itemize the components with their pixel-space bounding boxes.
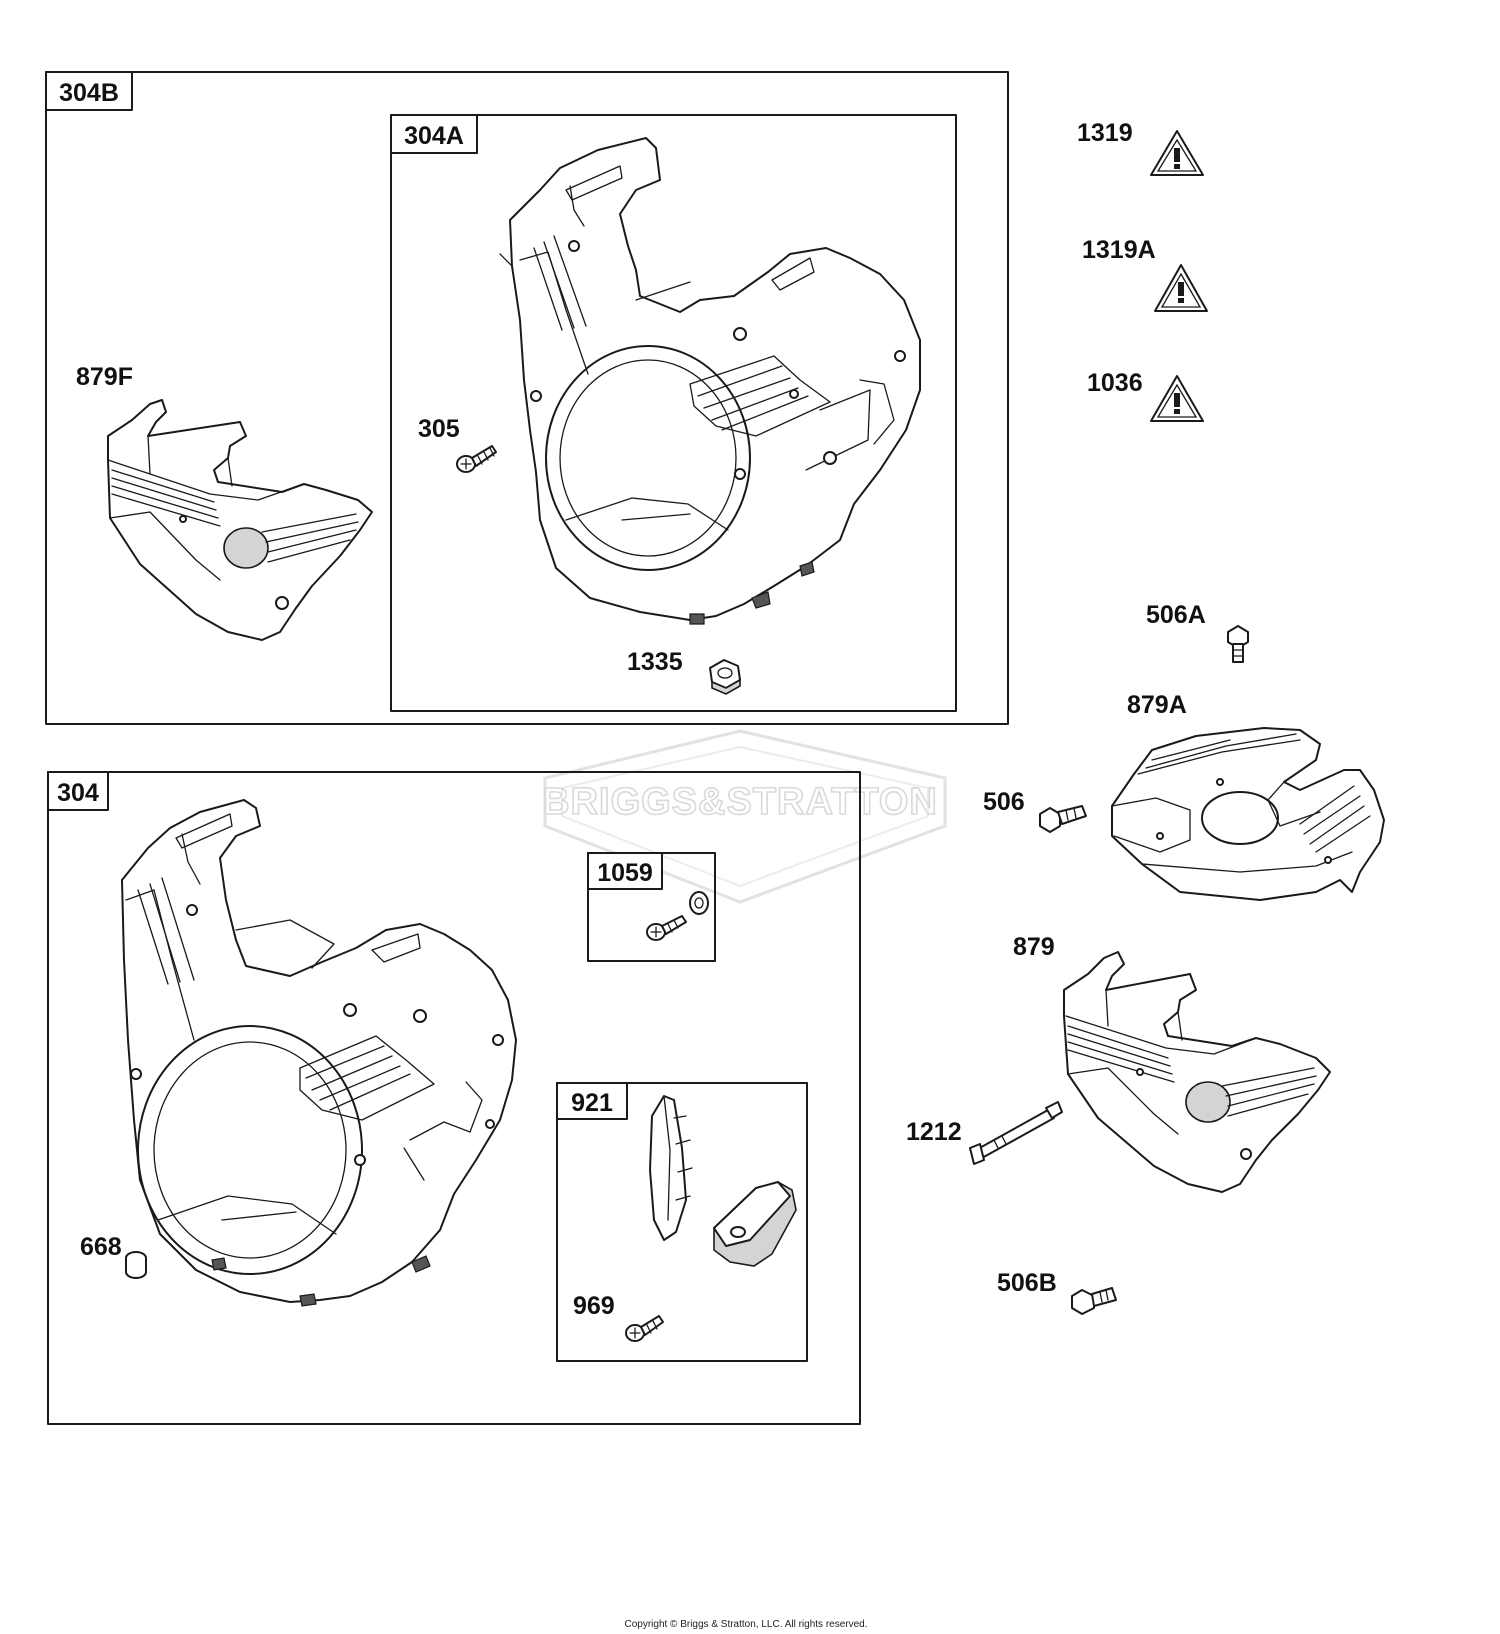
bolt-506B-drawing: [1071, 1287, 1117, 1315]
kit-box-921: 921: [556, 1082, 808, 1362]
callout-1335: 1335: [627, 648, 683, 676]
cover-879F-drawing: [107, 399, 373, 641]
warning-label-1319A-icon: [1154, 264, 1208, 312]
callout-879F: 879F: [76, 363, 133, 391]
baffle-kit-921-drawing: [649, 1095, 797, 1267]
box-label-304: 304: [57, 779, 99, 807]
box-label-1059: 1059: [597, 859, 653, 887]
screw-305-drawing: [456, 445, 497, 473]
warning-label-1319-icon: [1150, 130, 1204, 176]
callout-668: 668: [80, 1233, 122, 1261]
plug-668-drawing: [125, 1251, 147, 1279]
callout-506B: 506B: [997, 1269, 1057, 1297]
callout-305: 305: [418, 415, 460, 443]
callout-1212: 1212: [906, 1118, 962, 1146]
callout-506: 506: [983, 788, 1025, 816]
box-label-304A: 304A: [404, 122, 464, 150]
bolt-506-drawing: [1039, 805, 1087, 833]
kit-box-1059: 1059: [587, 852, 716, 962]
watermark-text: BRIGGS&STRATTON: [542, 781, 938, 823]
cover-879A-drawing: [1111, 727, 1385, 901]
blower-housing-304-drawing: [121, 799, 517, 1307]
box-label-304B: 304B: [59, 79, 119, 107]
blower-housing-304A-drawing: [499, 137, 921, 625]
warning-label-1036-icon: [1150, 375, 1204, 422]
kit-box-304: 304: [47, 771, 861, 1425]
bolt-506A-drawing: [1227, 625, 1249, 663]
callout-1319: 1319: [1077, 119, 1133, 147]
nut-1335-drawing: [709, 659, 741, 695]
screw-washer-1059-drawing: [646, 891, 709, 941]
copyright-notice: Copyright © Briggs & Stratton, LLC. All …: [624, 1619, 867, 1630]
brand-watermark: BRIGGS&STRATTON: [541, 729, 947, 904]
cover-879-drawing: [1063, 951, 1331, 1193]
callout-506A: 506A: [1146, 601, 1206, 629]
callout-1319A: 1319A: [1082, 236, 1156, 264]
callout-879A: 879A: [1127, 691, 1187, 719]
screw-969-drawing: [625, 1315, 664, 1342]
stud-1212-drawing: [969, 1101, 1063, 1165]
callout-969: 969: [573, 1292, 615, 1320]
callout-1036: 1036: [1087, 369, 1143, 397]
callout-879: 879: [1013, 933, 1055, 961]
kit-box-304B: 304B: [45, 71, 1009, 725]
kit-box-304A: 304A: [390, 114, 957, 712]
box-label-921: 921: [571, 1089, 613, 1117]
